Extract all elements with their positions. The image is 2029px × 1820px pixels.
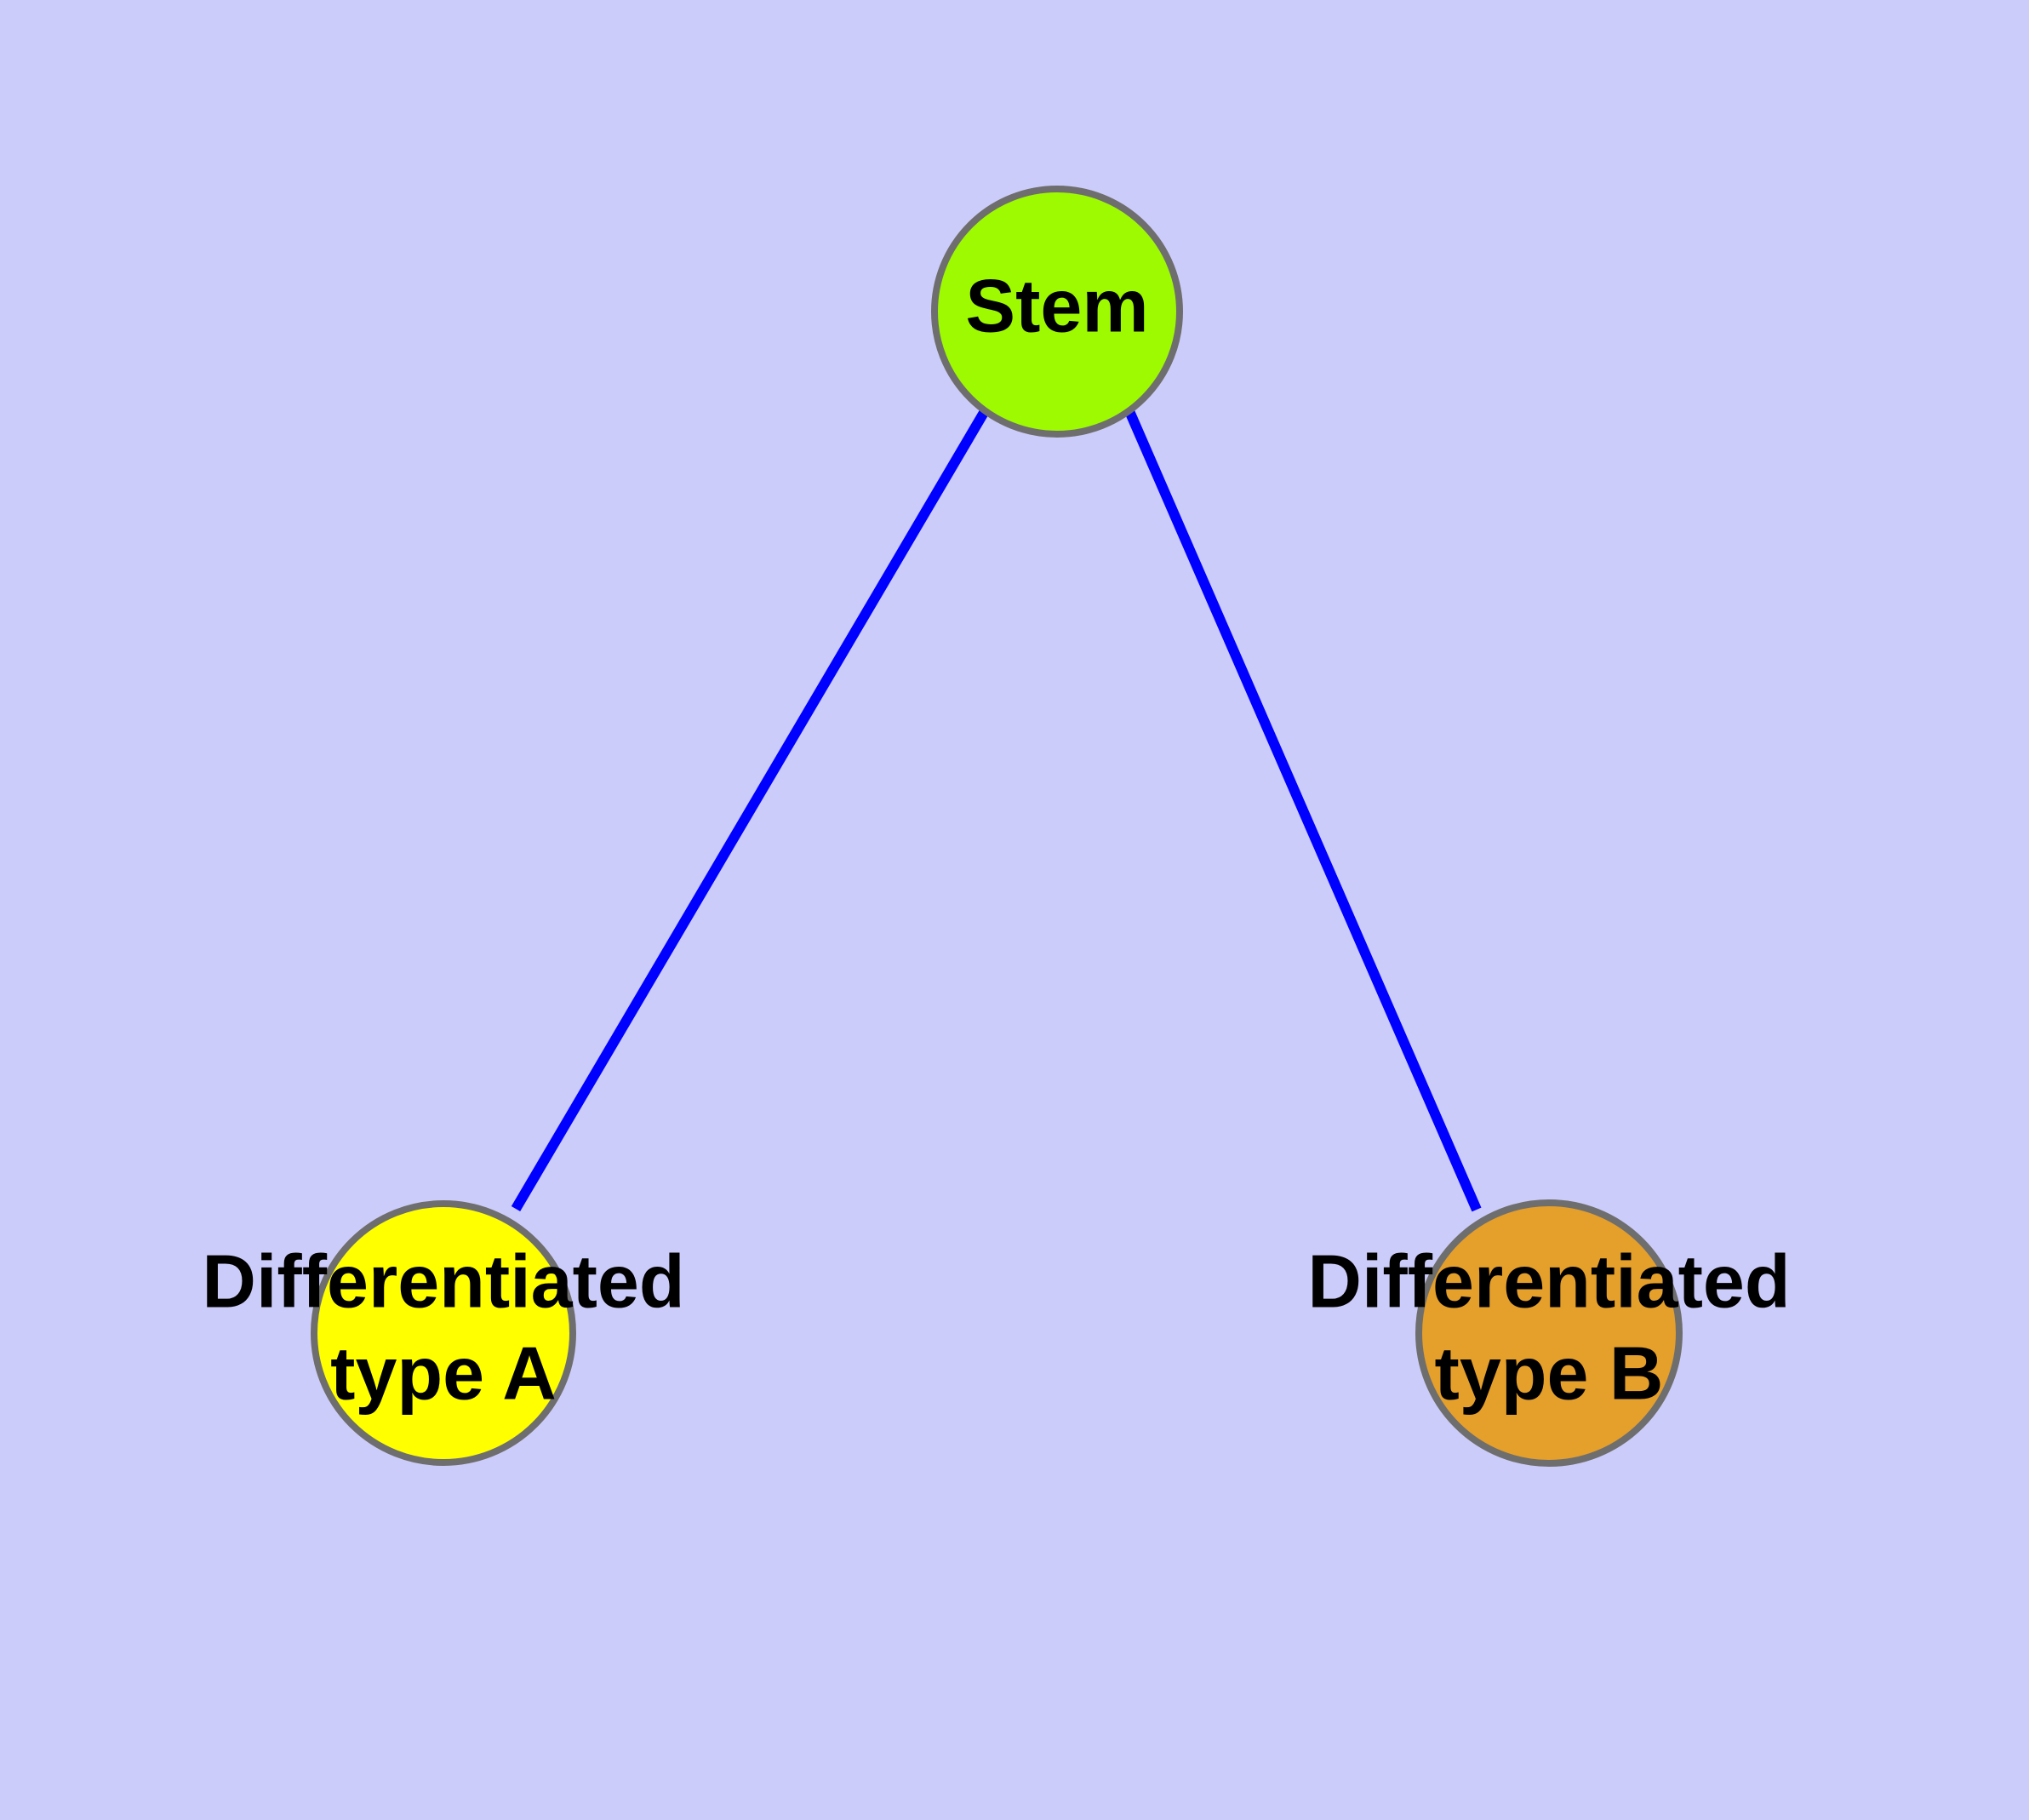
node-label-diff-a-line2: type A <box>330 1331 557 1415</box>
node-label-diff-b-line1: Differentiated <box>1307 1239 1790 1323</box>
node-label-diff-b-line2: type B <box>1435 1331 1664 1415</box>
labels-group: Stem Differentiated type A Differentiate… <box>202 263 1790 1415</box>
node-circle-diff-a[interactable] <box>311 1200 576 1466</box>
node-label-stem: Stem <box>965 263 1148 347</box>
edge-stem-to-diff-a[interactable] <box>511 408 990 1212</box>
node-circle-diff-b[interactable] <box>1415 1199 1683 1467</box>
node-label-diff-a-line1: Differentiated <box>202 1239 684 1323</box>
edges-group <box>511 408 1482 1212</box>
node-diff-a[interactable] <box>311 1200 576 1466</box>
node-diff-b[interactable] <box>1415 1199 1683 1467</box>
node-circle-stem[interactable] <box>931 186 1183 438</box>
edge-stem-to-diff-b[interactable] <box>1124 409 1482 1212</box>
node-stem[interactable] <box>931 186 1183 438</box>
